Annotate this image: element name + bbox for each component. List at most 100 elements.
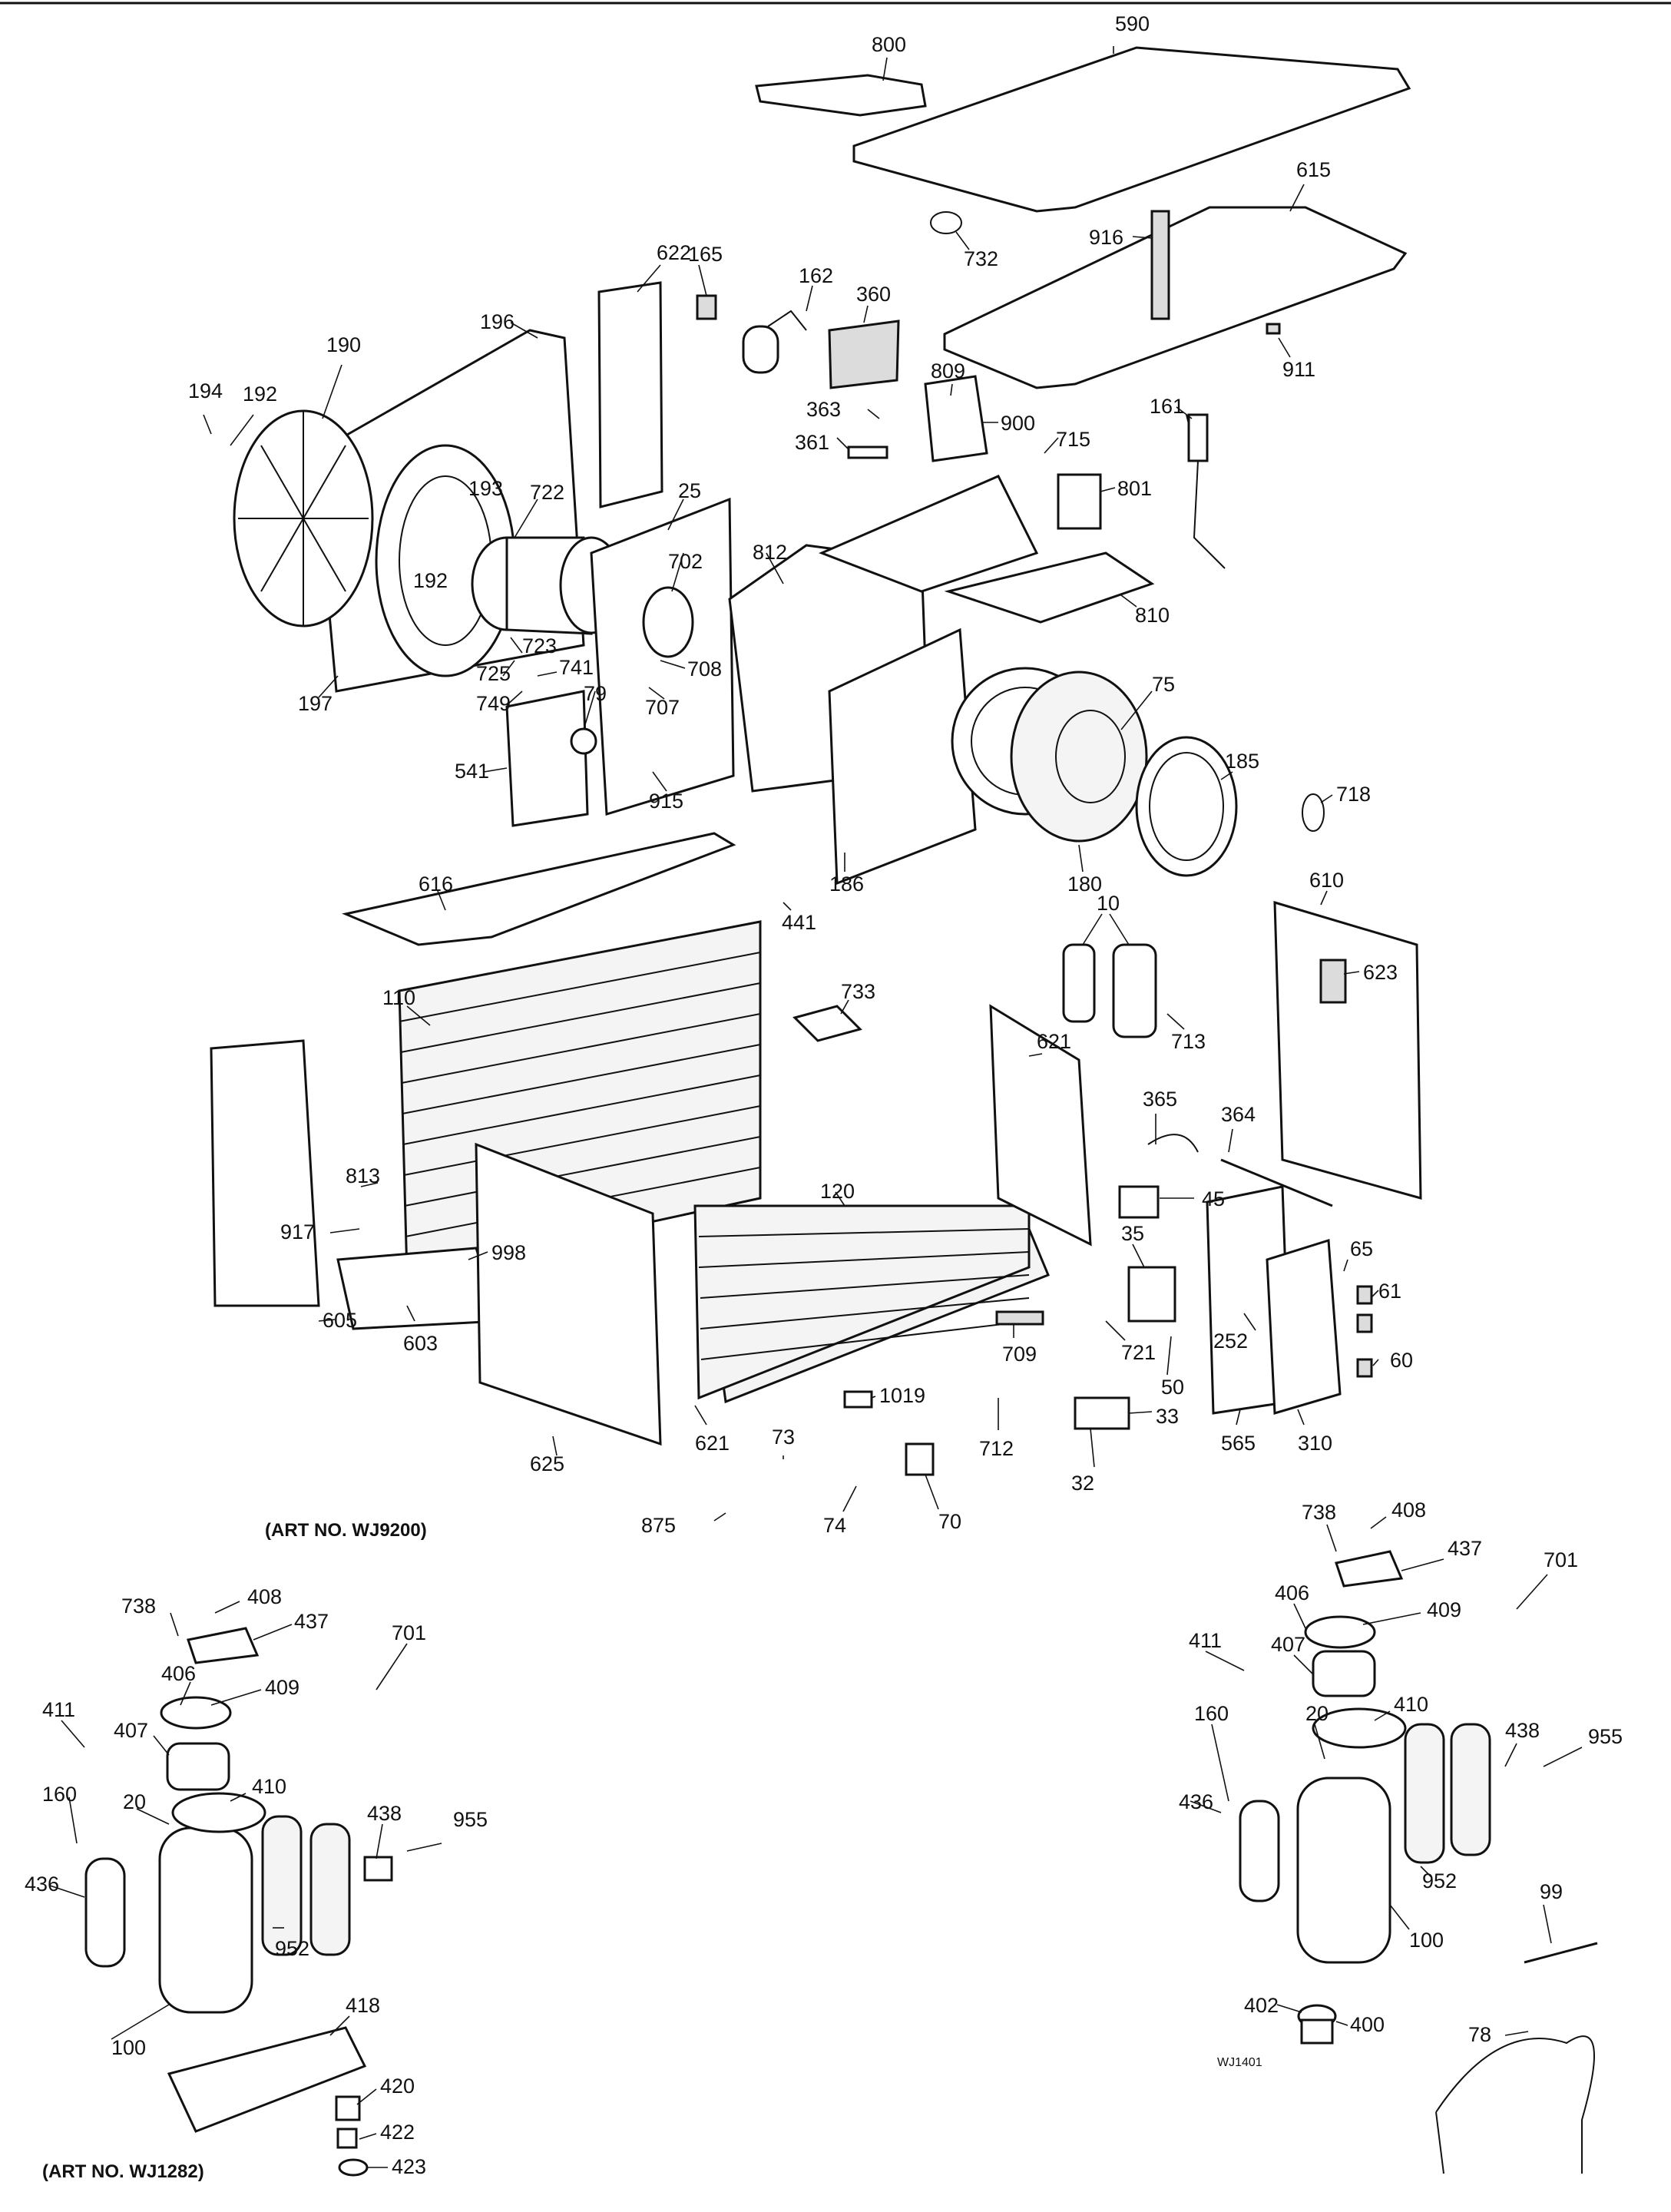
label-590: 590: [1115, 12, 1150, 35]
label-180: 180: [1067, 873, 1102, 896]
right-label-100: 100: [1409, 1929, 1444, 1952]
label-722: 722: [530, 481, 564, 504]
part-61-knobs: [1356, 1285, 1373, 1333]
part-70-switch: [905, 1442, 935, 1476]
right-label-402: 402: [1244, 1994, 1279, 2017]
part-437-bracket-right: [1335, 1550, 1404, 1588]
label-360: 360: [856, 283, 891, 306]
label-193: 193: [468, 477, 503, 500]
right-label-436: 436: [1179, 1790, 1213, 1813]
right-label-20: 20: [1305, 1702, 1329, 1725]
part-161-tube: [1186, 413, 1226, 569]
part-800-bracket: [755, 74, 927, 117]
label-621a: 621: [1037, 1030, 1071, 1053]
part-420-422-423-valve-left: [335, 2095, 369, 2177]
caption-art-main: (ART NO. WJ9200): [265, 1520, 427, 1541]
right-label-407: 407: [1271, 1633, 1305, 1656]
label-186: 186: [829, 873, 864, 896]
label-161: 161: [1150, 395, 1184, 418]
left-label-411: 411: [42, 1698, 75, 1721]
left-label-423: 423: [392, 2155, 426, 2178]
label-165: 165: [688, 243, 723, 266]
part-400-402-valve-right: [1297, 2004, 1337, 2045]
label-61: 61: [1378, 1280, 1401, 1303]
right-label-406: 406: [1275, 1581, 1309, 1604]
label-915: 915: [649, 790, 683, 813]
label-707: 707: [645, 696, 680, 719]
label-623: 623: [1363, 961, 1398, 984]
label-733: 733: [841, 980, 875, 1003]
part-621-evap-side: [989, 1004, 1092, 1247]
label-708: 708: [687, 657, 722, 680]
label-65: 65: [1350, 1237, 1373, 1260]
part-60-knob: [1356, 1358, 1373, 1378]
label-917: 917: [280, 1220, 315, 1243]
left-label-409: 409: [265, 1676, 299, 1699]
label-998: 998: [491, 1241, 526, 1264]
part-603-base-pan: [336, 1247, 501, 1330]
right-label-408: 408: [1391, 1498, 1426, 1522]
label-33: 33: [1156, 1405, 1179, 1428]
part-160-drier-right: [1239, 1800, 1280, 1902]
left-label-406: 406: [161, 1662, 196, 1685]
label-732: 732: [964, 247, 998, 270]
label-605: 605: [323, 1309, 357, 1332]
right-label-409: 409: [1427, 1598, 1461, 1621]
part-809-bracket: [924, 375, 988, 462]
left-label-407: 407: [114, 1719, 148, 1742]
label-32: 32: [1071, 1472, 1094, 1495]
part-406-407-mounts-left: [160, 1696, 232, 1791]
label-725: 725: [476, 662, 511, 685]
part-120-evaporator-coil: [693, 1204, 1050, 1404]
leader-lines: [49, 46, 1583, 2168]
label-185: 185: [1225, 750, 1259, 773]
label-809: 809: [931, 359, 965, 382]
callout-labels: 800 590 615 916 732 911 622 165 162 360 …: [25, 12, 1623, 2182]
label-50: 50: [1161, 1376, 1184, 1399]
label-541: 541: [455, 760, 489, 783]
label-749: 749: [476, 692, 511, 715]
part-310-cover: [1266, 1239, 1342, 1415]
label-197: 197: [298, 692, 333, 715]
label-625: 625: [530, 1452, 564, 1475]
label-364: 364: [1221, 1103, 1256, 1126]
label-25: 25: [678, 479, 701, 502]
left-label-436: 436: [25, 1873, 59, 1896]
part-733-bracket: [792, 1005, 862, 1042]
label-875: 875: [641, 1514, 676, 1537]
left-label-20: 20: [123, 1790, 146, 1813]
part-1019-clip: [843, 1390, 873, 1409]
part-625-front-panel: [475, 1142, 662, 1446]
left-label-160: 160: [42, 1783, 77, 1806]
label-616: 616: [419, 873, 453, 896]
part-186-scroll-panel: [828, 628, 977, 886]
right-label-99: 99: [1540, 1880, 1563, 1903]
left-label-738: 738: [121, 1594, 156, 1618]
part-410-gasket-left: [171, 1792, 266, 1833]
label-715: 715: [1056, 428, 1090, 451]
label-60: 60: [1390, 1349, 1413, 1372]
left-label-418: 418: [346, 1994, 380, 2017]
part-45-relay: [1118, 1185, 1160, 1219]
part-35-switch: [1127, 1266, 1176, 1323]
part-410-gasket-right: [1312, 1707, 1407, 1749]
left-label-701: 701: [392, 1621, 426, 1644]
part-185-orifice-ring: [1135, 736, 1238, 877]
part-406-407-mounts-right: [1304, 1615, 1376, 1697]
right-label-411: 411: [1189, 1629, 1222, 1652]
part-615-top-panel: [943, 206, 1408, 389]
label-75: 75: [1152, 673, 1175, 696]
part-coil-pads-right: [1404, 1723, 1491, 1864]
part-365-wire: [1147, 1134, 1199, 1153]
label-702: 702: [668, 550, 703, 573]
label-1019: 1019: [879, 1384, 925, 1407]
part-622-panel: [597, 281, 663, 508]
part-180-blower-wheel: [1010, 671, 1148, 843]
label-713: 713: [1171, 1030, 1206, 1053]
part-911-clip: [1266, 323, 1281, 335]
label-110: 110: [382, 986, 415, 1009]
label-900: 900: [1001, 412, 1035, 435]
label-603: 603: [403, 1332, 438, 1355]
label-45: 45: [1202, 1187, 1225, 1210]
part-361-bracket: [847, 445, 888, 459]
